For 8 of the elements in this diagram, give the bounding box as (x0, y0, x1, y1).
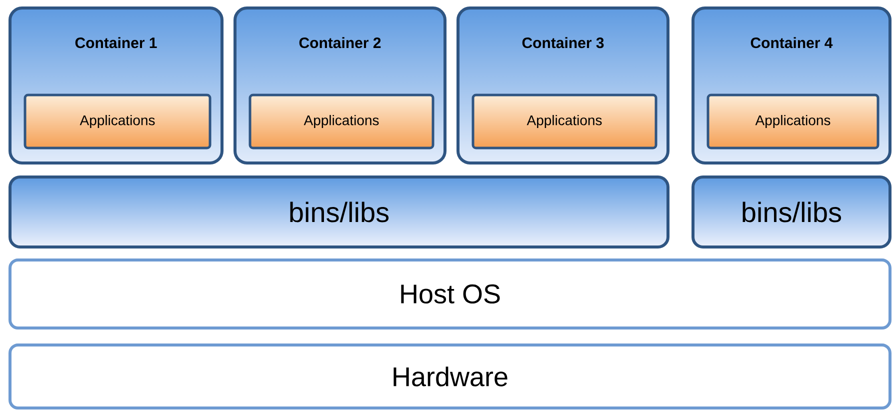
layer-box: Hardware (8, 344, 892, 410)
layer-box: bins/libs (8, 176, 670, 248)
application-box: Applications (472, 94, 658, 150)
layer-box: bins/libs (692, 176, 892, 248)
application-box: Applications (248, 94, 434, 150)
application-box: Applications (24, 94, 212, 150)
layer-box: Host OS (8, 258, 892, 330)
application-box: Applications (706, 94, 880, 150)
